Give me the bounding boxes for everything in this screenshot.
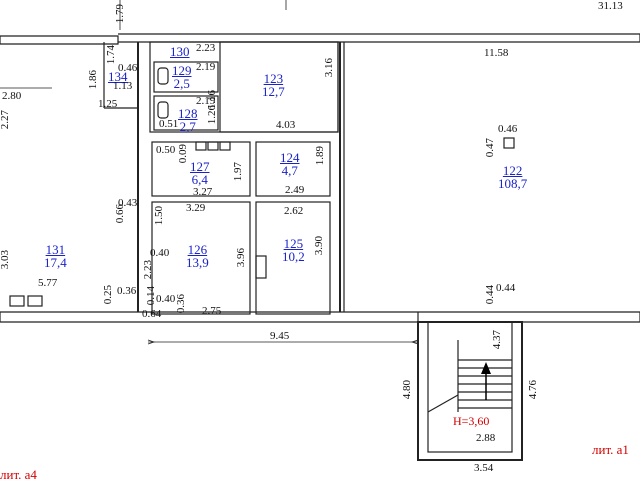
dim-label: 3.03 — [0, 250, 11, 270]
dim-label: 0.66 — [114, 204, 126, 224]
sink-icon — [195, 141, 207, 151]
dim-label: 4.76 — [527, 380, 539, 400]
room-130-label: 130 — [170, 44, 190, 59]
dim-label: 1.25 — [98, 98, 118, 110]
dim-label: 3.29 — [186, 202, 206, 214]
dim-label: 0.25 — [102, 285, 114, 305]
dim-label: 1.97 — [232, 162, 244, 182]
dim-label: 0.44 — [496, 282, 516, 294]
stair-block — [417, 321, 523, 461]
room-126-outline — [151, 201, 251, 315]
dim-label: 0.47 — [484, 138, 496, 158]
dim-label: 3.16 — [323, 58, 335, 78]
sink-icon — [27, 295, 43, 307]
dim-label: 2.62 — [284, 205, 304, 217]
dim-label: 0.51 — [159, 118, 179, 130]
dim-label: 1.89 — [314, 146, 326, 166]
dim-label: 2.80 — [2, 90, 22, 102]
dim-label: 0.64 — [142, 308, 162, 320]
room-124-outline — [255, 141, 331, 197]
dim-label: 2.49 — [285, 184, 305, 196]
dim-label: 0.44 — [484, 285, 496, 305]
dim-label: 0.43 — [118, 197, 138, 209]
dim-label: 1.26 — [206, 105, 218, 125]
dim-label: 0.36 — [117, 285, 137, 297]
toilet-icon — [157, 67, 169, 85]
dim-label: 0.50 — [156, 144, 176, 156]
room-134-outline — [103, 42, 138, 109]
toilet-icon — [157, 101, 169, 119]
dim-label: 1.13 — [113, 80, 133, 92]
dim-label: 4.80 — [401, 380, 413, 400]
sink-icon — [219, 141, 231, 151]
dim-label: 4.03 — [276, 119, 296, 131]
dim-label: 0.46 — [498, 123, 518, 135]
dim-label: 0.46 — [118, 62, 138, 74]
north-wall — [0, 33, 640, 45]
dim-label: 0.36 — [175, 294, 187, 314]
dim-label: 3.90 — [313, 236, 325, 256]
dim-label: 2.75 — [202, 305, 222, 317]
dim-label: 0.09 — [177, 144, 189, 164]
sink-icon — [255, 255, 267, 279]
lit-label: лит. а1 — [592, 442, 629, 457]
dim-label: 2.19 — [196, 95, 216, 107]
dim-label: 1.74 — [105, 45, 117, 65]
dim-label: 1.50 — [153, 206, 165, 226]
dim-label: 31.13 — [598, 0, 623, 12]
column-122 — [503, 137, 515, 149]
dim-label: 2.88 — [476, 432, 496, 444]
room-134-label: 134 — [108, 69, 128, 84]
dim-label: 9.45 — [270, 330, 290, 342]
stair-arrow-head — [481, 362, 491, 374]
dim-label: 3.27 — [193, 186, 213, 198]
dim-label: 0.40 — [150, 247, 170, 259]
dim-label: 0.40 — [156, 293, 176, 305]
dim-label: 2.23 — [142, 260, 154, 280]
dim-label: 11.58 — [484, 47, 509, 59]
dim-label: 2.27 — [0, 110, 11, 130]
dim-label: 3.54 — [474, 462, 494, 474]
lit-label-left: лит. а4 — [0, 467, 37, 482]
dim-label: 1.79 — [114, 4, 126, 24]
room-129-outline — [153, 61, 219, 93]
dim-label: 2.23 — [196, 42, 216, 54]
room-128-outline — [153, 95, 219, 131]
dim-label: 5.77 — [38, 277, 58, 289]
dim-label: 2.19 — [196, 61, 216, 73]
sink-icon — [9, 295, 25, 307]
dim-label: 1.86 — [87, 70, 99, 90]
dim-label: 4.37 — [491, 330, 503, 350]
sink-icon — [207, 141, 219, 151]
room-123-outline — [219, 41, 339, 133]
dim-label: 3.96 — [235, 248, 247, 268]
height-mark: H=3,60 — [452, 414, 491, 428]
